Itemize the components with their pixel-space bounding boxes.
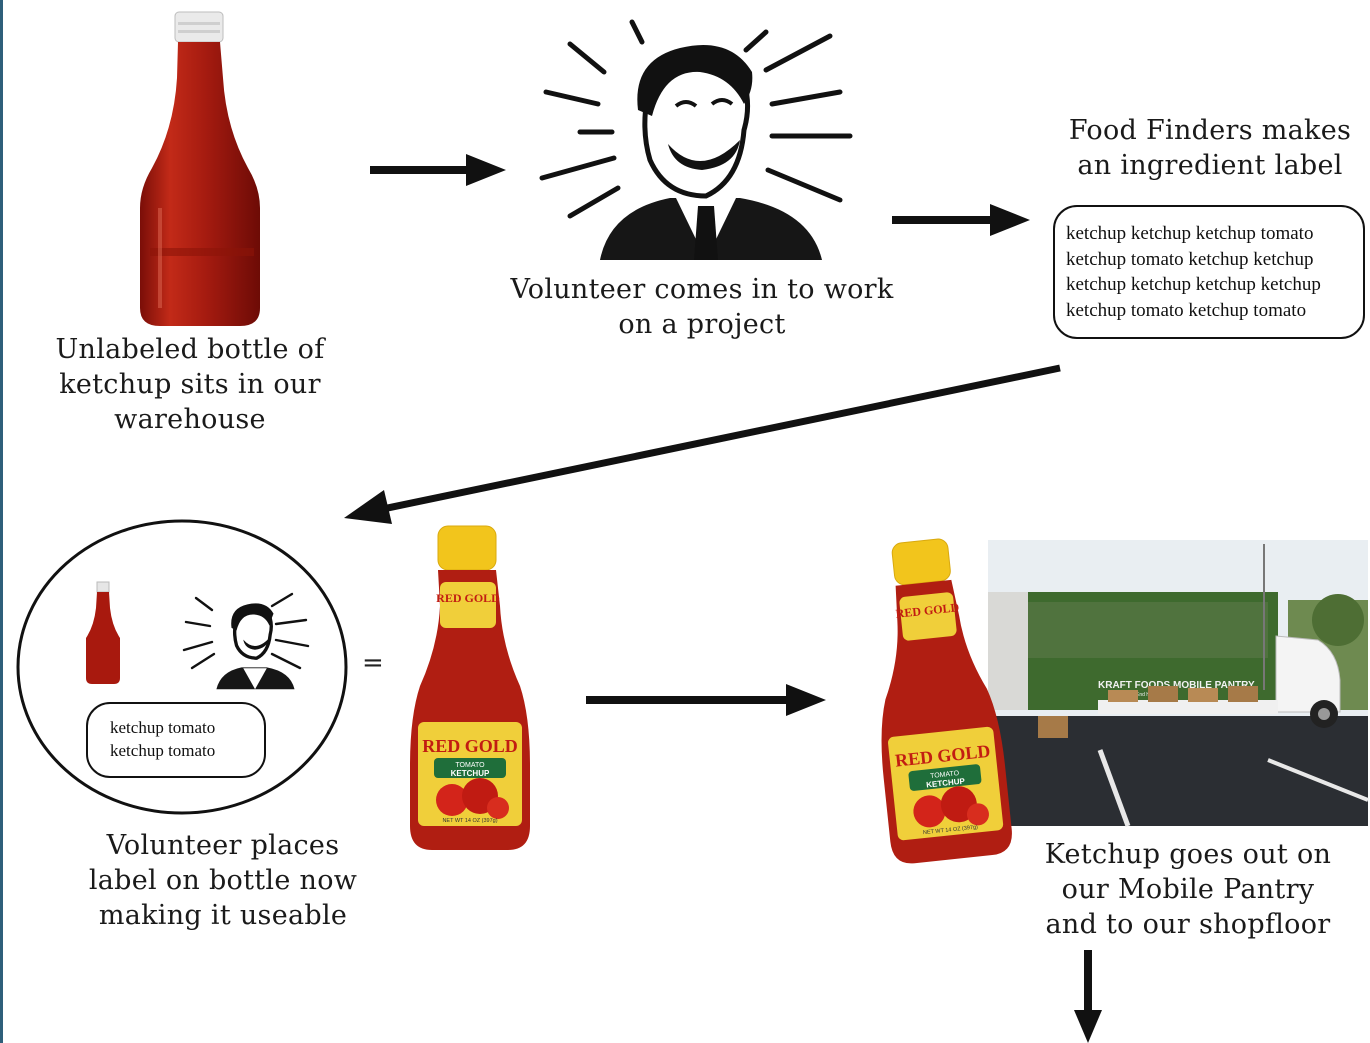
caption-volunteer: Volunteer comes in to work on a project (510, 274, 894, 340)
caption-places-label: Volunteer places label on bottle now mak… (88, 830, 358, 931)
net-weight-text: NET WT 14 OZ (397g) (442, 818, 497, 824)
product-line-2: KETCHUP (451, 769, 490, 778)
caption-food-finders: Food Finders makes an ingredient label (1068, 115, 1352, 181)
product-line-1: TOMATO (455, 762, 485, 769)
tilted-net-weight-text: NET WT 14 OZ (397g) (923, 824, 979, 836)
labeled-ketchup-bottle: RED GOLD RED GOLD TOMATO KETCHUP NET WT … (410, 525, 530, 850)
unlabeled-ketchup-bottle (140, 11, 260, 326)
brand-text-label: RED GOLD (422, 736, 518, 756)
tilted-brand-text-neck: RED GOLD (895, 600, 960, 621)
truck-side-text: KRAFT FOODS MOBILE PANTRY (1098, 680, 1255, 691)
mini-ingredient-label: ketchup tomato ketchup tomato (86, 702, 266, 778)
arrow-right (892, 204, 1030, 236)
volunteer-illustration (539, 19, 853, 260)
tilted-labeled-ketchup-bottle: RED GOLD RED GOLD TOMATO KETCHUP NET WT … (881, 538, 1012, 864)
arrow-right (370, 154, 506, 186)
equals-sign: = (362, 648, 384, 678)
brand-text-neck: RED GOLD (436, 591, 500, 605)
caption-goes-out: Ketchup goes out on our Mobile Pantry an… (1044, 839, 1332, 940)
ingredient-label: ketchup ketchup ketchup tomato ketchup t… (1053, 205, 1365, 339)
arrow-diagonal (344, 364, 1061, 524)
tilted-product-line-2: KETCHUP (926, 776, 966, 789)
arrow-down (1074, 950, 1102, 1043)
tilted-product-line-1: TOMATO (930, 770, 960, 780)
caption-unlabeled-bottle: Unlabeled bottle of ketchup sits in our … (55, 334, 325, 435)
arrow-right (586, 684, 826, 716)
truck-photo: KRAFT FOODS MOBILE PANTRY End Hunger - O… (988, 540, 1369, 827)
page-left-edge (0, 0, 3, 1043)
